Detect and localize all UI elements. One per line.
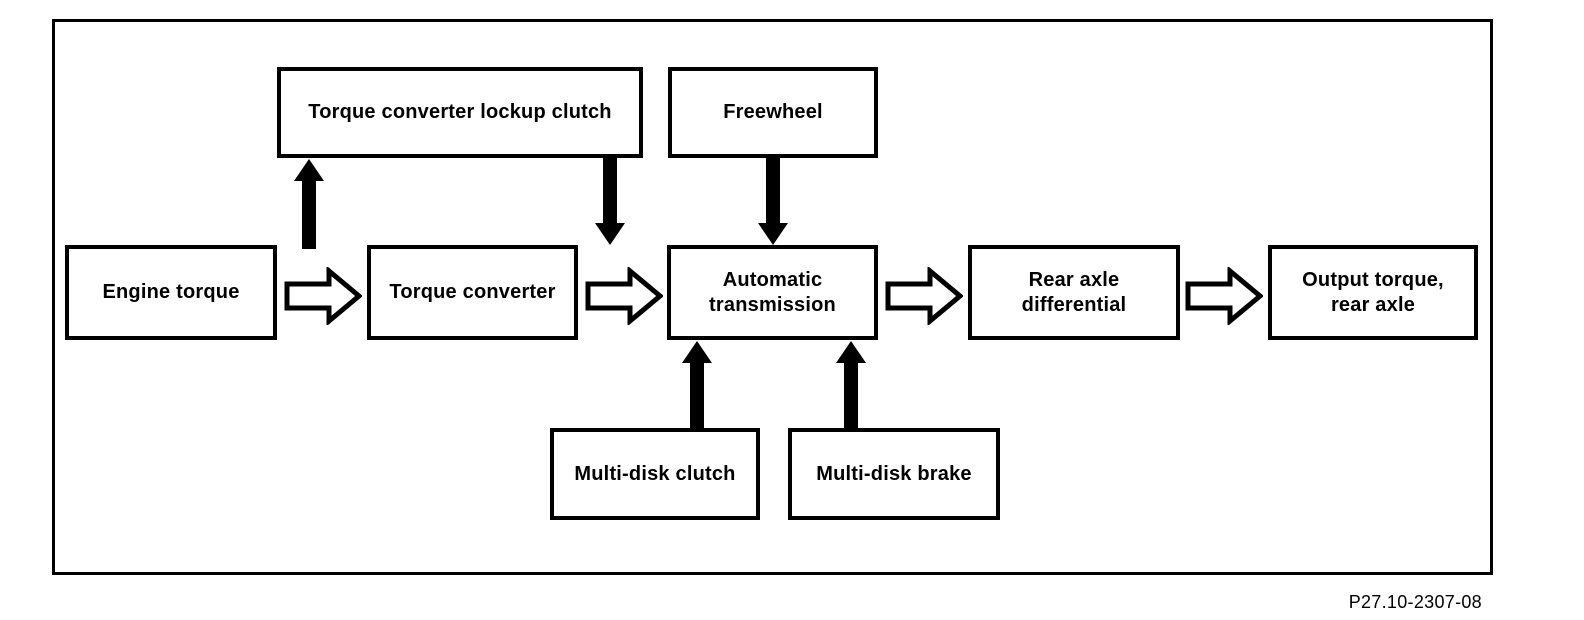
arrow-shaft [690,362,704,428]
box-multi-disk-clutch: Multi-disk clutch [550,428,760,520]
box-torque-converter: Torque converter [367,245,578,340]
arrow-down-lockup-clutch-to-transmission-icon [595,158,625,245]
box-freewheel: Freewheel [668,67,878,158]
box-torque-converter-lockup-clutch: Torque converter lockup clutch [277,67,643,158]
arrow-shaft [302,180,316,249]
arrow-shaft [844,362,858,428]
arrow-shaft [766,158,780,224]
arrow-right-differential-to-output-icon [1185,267,1263,325]
figure-code-label: P27.10-2307-08 [1348,592,1482,612]
box-output-torque-rear-axle: Output torque, rear axle [1268,245,1478,340]
arrow-right-engine-to-converter-icon [284,267,362,325]
arrowhead-up-icon [836,341,866,363]
box-multi-disk-brake: Multi-disk brake [788,428,1000,520]
arrow-right-transmission-to-differential-icon [885,267,963,325]
arrow-up-multi-disk-clutch-to-transmission-icon [682,341,712,428]
arrowhead-down-icon [758,223,788,245]
box-rear-axle-differential: Rear axle differential [968,245,1180,340]
arrow-down-freewheel-to-transmission-icon [758,158,788,245]
arrow-right-converter-to-transmission-icon [585,267,663,325]
arrowhead-up-icon [294,159,324,181]
arrow-up-multi-disk-brake-to-transmission-icon [836,341,866,428]
arrowhead-up-icon [682,341,712,363]
arrowhead-down-icon [595,223,625,245]
arrow-up-converter-to-lockup-clutch-icon [294,159,324,249]
box-automatic-transmission: Automatic transmission [667,245,878,340]
box-engine-torque: Engine torque [65,245,277,340]
arrow-shaft [603,158,617,224]
